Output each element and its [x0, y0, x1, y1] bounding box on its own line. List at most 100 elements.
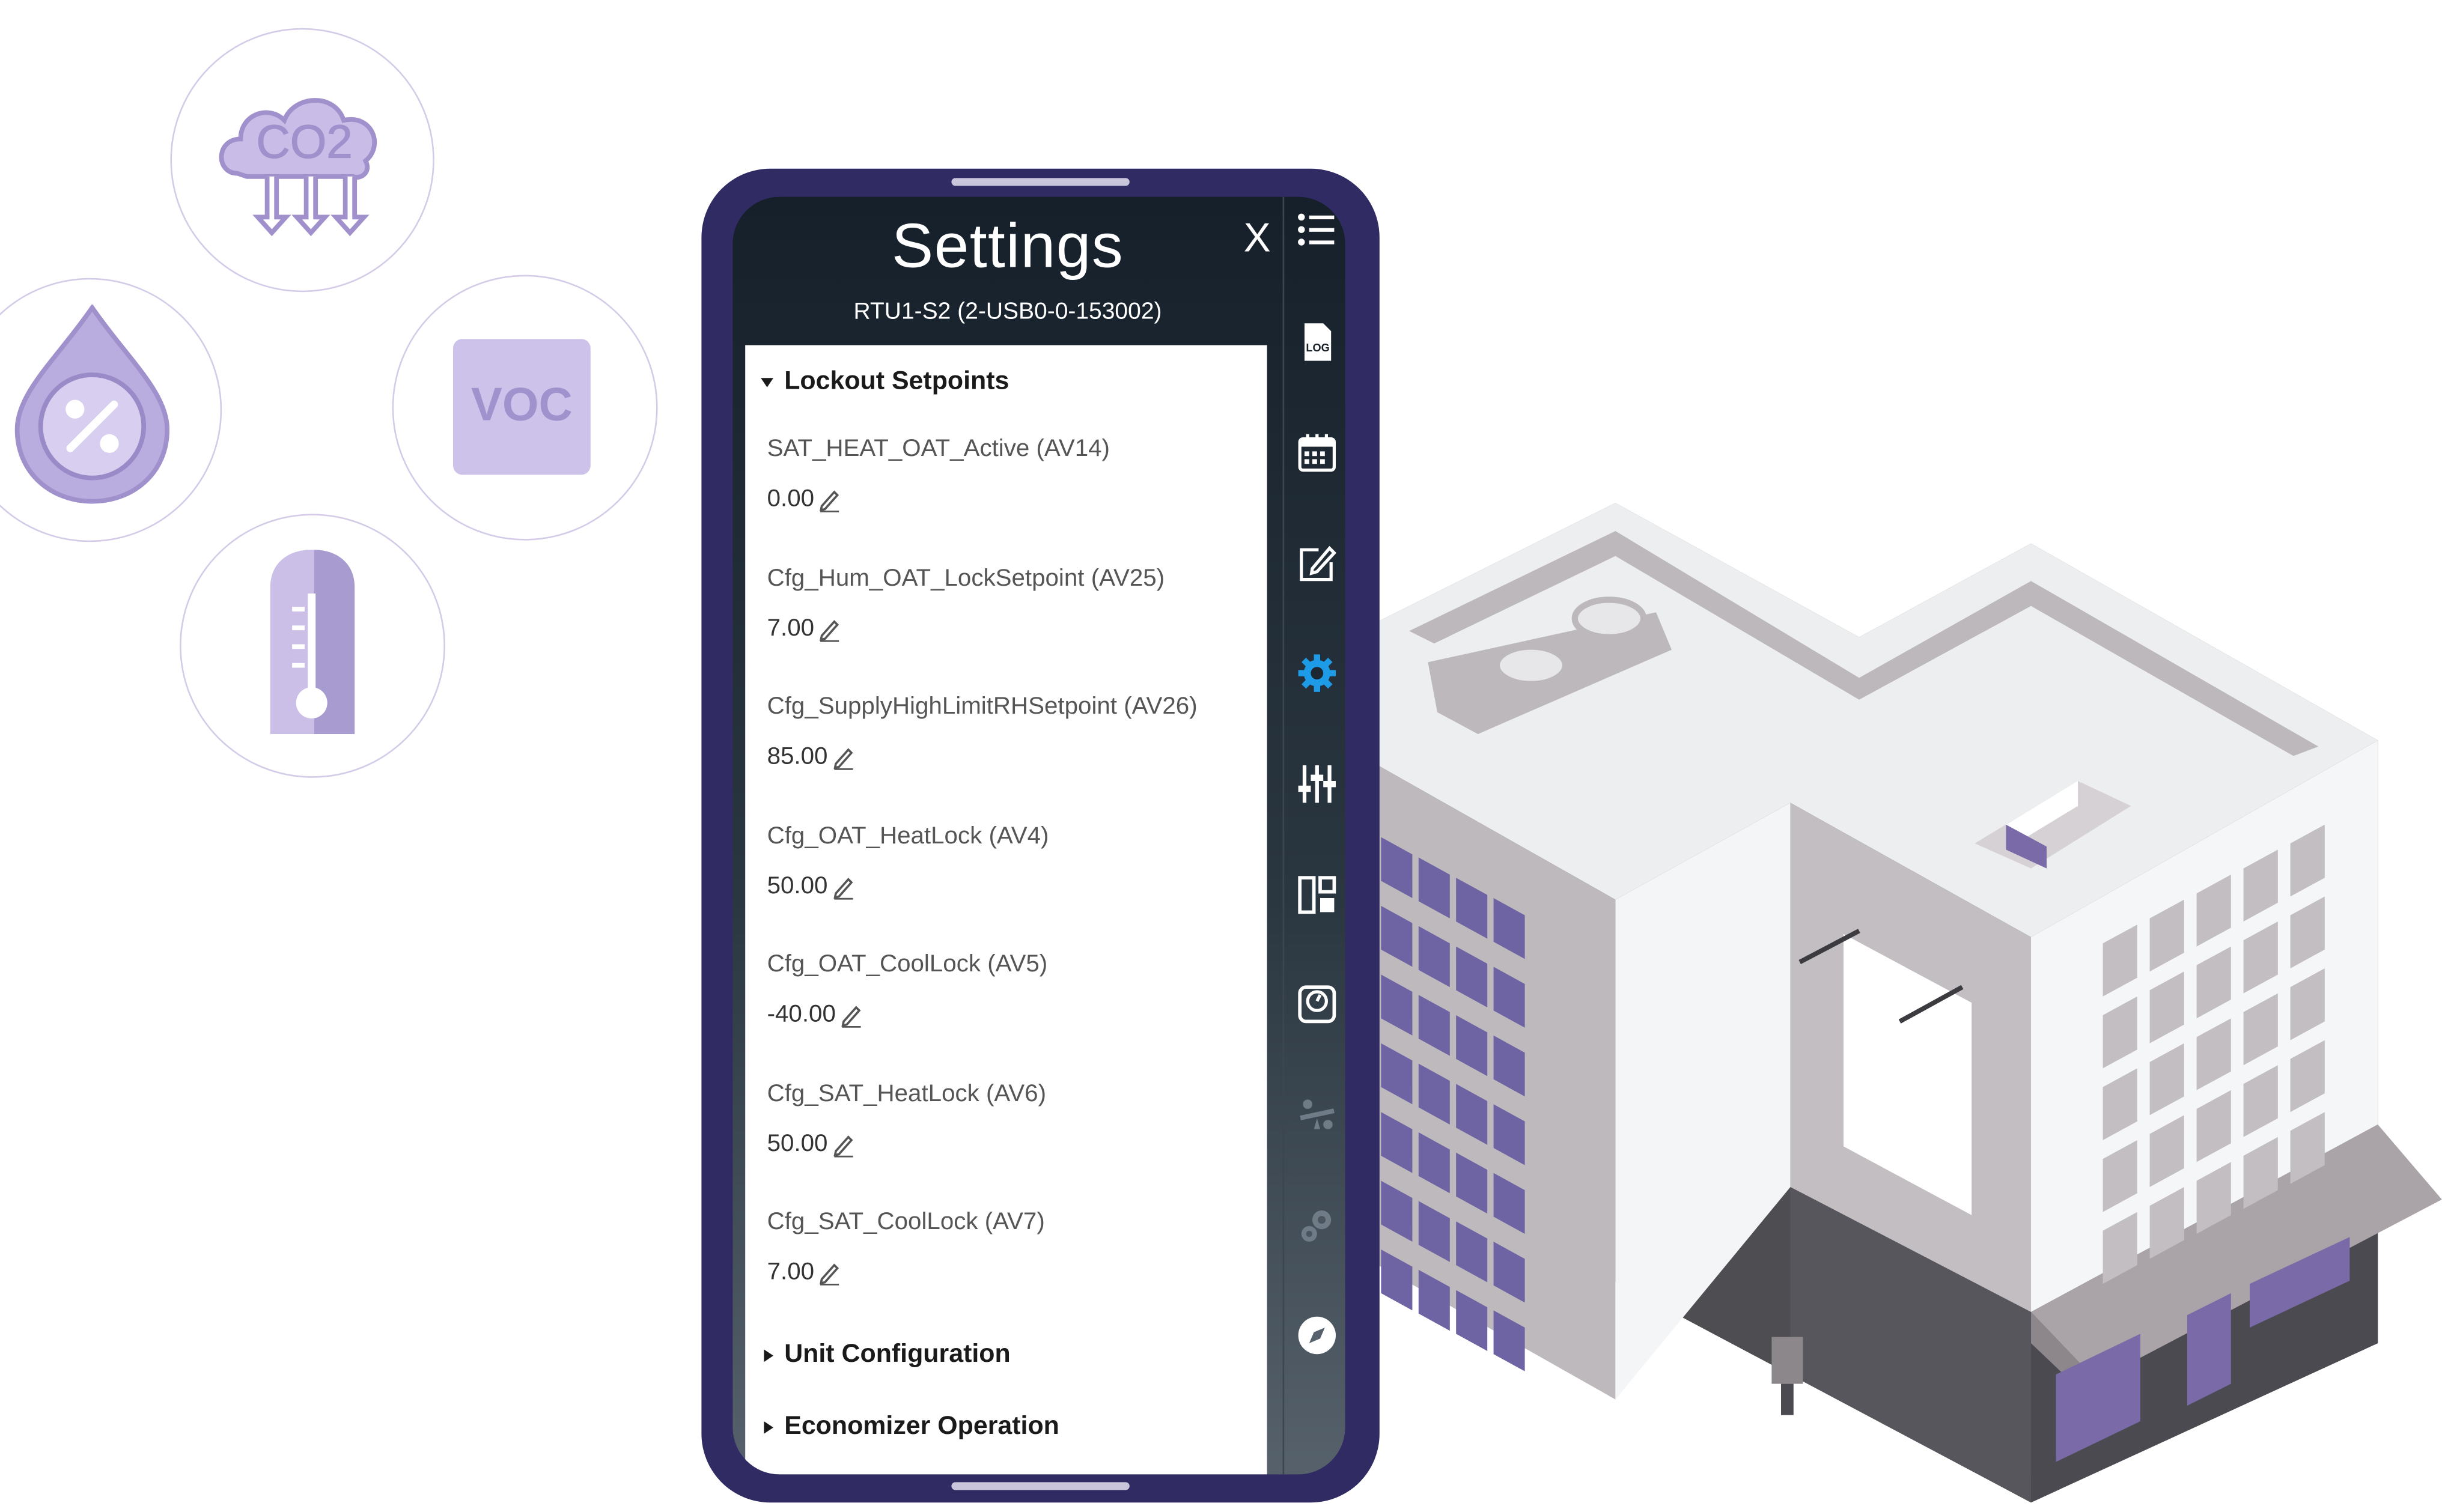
section-title: Economizer Operation: [784, 1412, 1059, 1441]
building-window: [2149, 1115, 2184, 1187]
building-window: [1493, 1242, 1525, 1303]
setting-name: Cfg_SAT_CoolLock (AV7): [767, 1209, 1045, 1236]
building-window: [2290, 824, 2325, 897]
building-window: [1493, 1104, 1525, 1165]
building-window: [2102, 925, 2137, 997]
building-window: [2102, 996, 2137, 1069]
phone-speaker-top: [951, 178, 1130, 186]
pencil-icon[interactable]: [819, 487, 841, 512]
building-window: [2196, 946, 2231, 1019]
co2-sensor-circle: CO2: [170, 28, 434, 293]
building-window: [2149, 971, 2184, 1043]
setting-item: Cfg_OAT_CoolLock (AV5) -40.00: [767, 951, 1259, 1029]
section-lockout-setpoints[interactable]: Lockout Setpoints: [761, 367, 1009, 396]
setting-item: Cfg_SupplyHighLimitRHSetpoint (AV26) 85.…: [767, 693, 1259, 771]
pencil-icon[interactable]: [819, 617, 841, 642]
building-window: [2290, 1112, 2325, 1184]
building-window: [1456, 946, 1488, 1007]
list-icon[interactable]: [1297, 211, 1338, 252]
pencil-icon[interactable]: [832, 1132, 854, 1158]
setting-value: -40.00: [767, 1001, 836, 1028]
building-window: [1381, 1180, 1413, 1242]
building-window: [1456, 1152, 1488, 1214]
building-window: [2243, 849, 2278, 921]
pencil-icon[interactable]: [832, 745, 854, 770]
voc-sensor-circle: VOC: [392, 275, 658, 541]
sliders-icon[interactable]: [1297, 764, 1338, 804]
dashboard-icon[interactable]: [1297, 875, 1338, 915]
close-button[interactable]: X: [1243, 214, 1271, 261]
setting-value: 85.00: [767, 743, 828, 770]
caret-right-icon: [764, 1349, 773, 1361]
building-window: [2149, 1186, 2184, 1259]
gears-icon[interactable]: [1297, 1206, 1338, 1246]
building-window: [1493, 1035, 1525, 1097]
building-window: [1418, 1201, 1450, 1262]
section-title: Lockout Setpoints: [784, 367, 1009, 395]
section-economizer-operation[interactable]: Economizer Operation: [761, 1412, 1059, 1441]
humidity-sensor-circle: [0, 278, 222, 542]
building-window: [1418, 1063, 1450, 1125]
setting-value: 7.00: [767, 615, 815, 642]
compass-icon[interactable]: [1297, 1315, 1338, 1356]
building-window: [2243, 1065, 2278, 1137]
log-file-icon[interactable]: LOG: [1297, 322, 1338, 363]
settings-panel: Lockout Setpoints SAT_HEAT_OAT_Active (A…: [745, 345, 1267, 1475]
setting-item: Cfg_Hum_OAT_LockSetpoint (AV25) 7.00: [767, 565, 1259, 643]
voc-label: VOC: [470, 379, 573, 431]
phone-speaker-bottom: [951, 1482, 1130, 1490]
building-window: [1456, 1290, 1488, 1351]
page-title: Settings: [891, 212, 1124, 281]
section-title: Unit Configuration: [784, 1340, 1011, 1368]
pencil-icon[interactable]: [841, 1003, 862, 1028]
co2-cloud-icon: CO2: [219, 98, 377, 237]
building-window: [1418, 857, 1450, 918]
building-window: [1456, 1084, 1488, 1145]
building-window: [1381, 906, 1413, 967]
setting-name: SAT_HEAT_OAT_Active (AV14): [767, 436, 1110, 463]
building-window: [2196, 1162, 2231, 1234]
setting-name: Cfg_OAT_HeatLock (AV4): [767, 823, 1049, 850]
building-window: [1381, 837, 1413, 898]
calendar-icon[interactable]: [1297, 433, 1338, 473]
gear-icon[interactable]: [1297, 653, 1338, 694]
setting-name: Cfg_SAT_HeatLock (AV6): [767, 1081, 1047, 1108]
building-window: [1381, 974, 1413, 1036]
svg-text:CO2: CO2: [256, 115, 352, 168]
building-window: [1381, 1043, 1413, 1105]
voc-badge: VOC: [453, 339, 591, 475]
setting-value: 0.00: [767, 485, 815, 512]
building-window: [2102, 1068, 2137, 1140]
thermometer-icon: [270, 550, 355, 734]
section-unit-configuration[interactable]: Unit Configuration: [761, 1340, 1011, 1370]
building-window: [1493, 967, 1525, 1028]
setting-item: SAT_HEAT_OAT_Active (AV14) 0.00: [767, 436, 1259, 514]
pencil-icon[interactable]: [819, 1260, 841, 1286]
icon-rail: LOG: [1282, 196, 1345, 1475]
setting-value: 50.00: [767, 1131, 828, 1158]
setting-item: Cfg_OAT_HeatLock (AV4) 50.00: [767, 823, 1259, 901]
gauge-icon[interactable]: [1297, 984, 1338, 1025]
setting-name: Cfg_Hum_OAT_LockSetpoint (AV25): [767, 565, 1165, 592]
building-window: [1456, 878, 1488, 939]
building-window: [1456, 1221, 1488, 1283]
building-window: [2196, 1090, 2231, 1162]
humidity-drop-icon: [14, 304, 170, 504]
pencil-icon[interactable]: [832, 875, 854, 900]
building-window: [1418, 926, 1450, 988]
settings-screen: Settings RTU1-S2 (2-USB0-0-153002) X Loc…: [732, 196, 1345, 1475]
device-subtitle: RTU1-S2 (2-USB0-0-153002): [853, 298, 1162, 325]
edit-icon[interactable]: [1297, 544, 1338, 584]
building-window: [2196, 875, 2231, 947]
building-window: [2243, 1137, 2278, 1209]
building-window: [2102, 1212, 2137, 1284]
building-window: [2290, 968, 2325, 1040]
building-window: [1493, 898, 1525, 959]
caret-down-icon: [761, 377, 773, 387]
building-window: [2149, 899, 2184, 972]
building-window: [2243, 921, 2278, 994]
svg-text:LOG: LOG: [1306, 342, 1329, 354]
setting-value: 7.00: [767, 1258, 815, 1286]
balance-icon[interactable]: [1297, 1095, 1338, 1136]
building-window: [1456, 1015, 1488, 1076]
